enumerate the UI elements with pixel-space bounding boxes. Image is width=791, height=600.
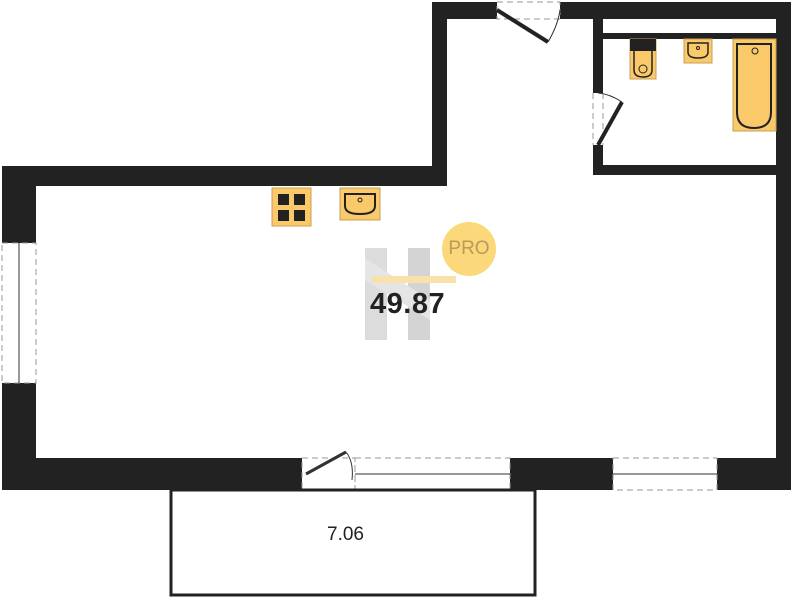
balcony-door bbox=[305, 450, 353, 481]
main-room-area: 49.87 bbox=[370, 288, 446, 320]
toilet-icon bbox=[629, 38, 657, 80]
balcony-area: 7.06 bbox=[327, 524, 364, 545]
bathroom-door bbox=[596, 92, 624, 146]
walls bbox=[2, 2, 791, 490]
windows bbox=[1, 1, 718, 491]
bathtub-icon bbox=[732, 38, 777, 132]
stove-icon bbox=[271, 187, 312, 227]
entrance-door bbox=[495, 8, 561, 44]
balcony bbox=[169, 488, 537, 597]
logo-watermark bbox=[365, 248, 456, 340]
window-panes bbox=[18, 243, 717, 475]
kitchen-sink-icon bbox=[339, 187, 381, 221]
bathroom-sink-icon bbox=[683, 38, 713, 64]
pro-badge: PRO bbox=[442, 222, 496, 276]
